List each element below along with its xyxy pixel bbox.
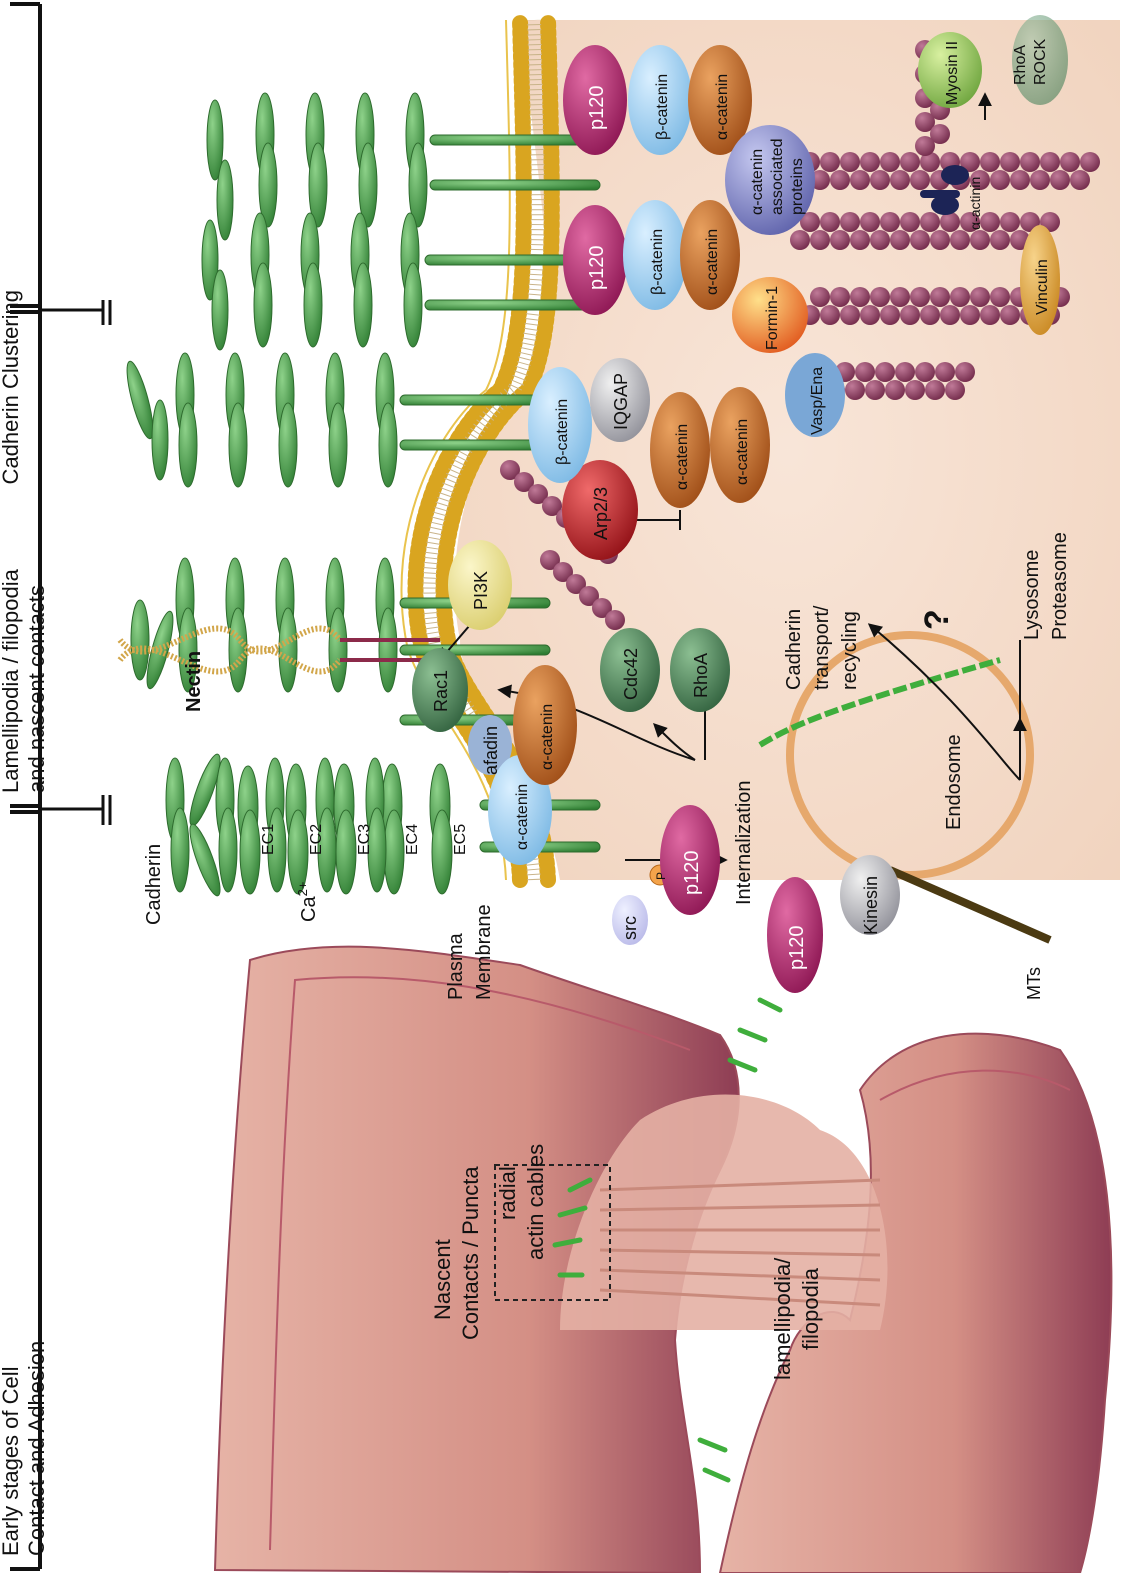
label-endosome: Endosome [943, 734, 965, 830]
label-radial-1: radial [495, 1166, 520, 1220]
label-ec5: EC5 [452, 824, 469, 855]
label-ec2: EC2 [308, 824, 325, 855]
label-alpha-assoc-2: associated [769, 139, 786, 216]
label-rhoa-rock-1: RhoA [1012, 45, 1029, 85]
section-title-early-2: Contact and Adhesion [24, 1341, 49, 1556]
label-ec1: EC1 [260, 824, 277, 855]
label-alpha-cat-e: α-catenin [704, 229, 721, 295]
label-p120-c: p120 [586, 246, 608, 291]
cell-panel [215, 947, 1111, 1573]
label-beta-cat-b: β-catenin [649, 229, 666, 295]
label-question: ? [918, 609, 956, 630]
label-lamelli-1: lamellipodia/ [770, 1257, 795, 1380]
section-title-lamelli-2: and nascent contacts [24, 585, 49, 793]
label-cdc42: Cdc42 [621, 648, 641, 700]
label-alpha-assoc-3: proteins [789, 158, 806, 215]
label-myosin: Myosin II [944, 41, 961, 105]
label-ca-sup: 2+ [295, 882, 310, 897]
section-title-clustering: Cadherin Clustering [0, 290, 23, 484]
label-mts: MTs [1024, 967, 1044, 1000]
label-formin: Formin-1 [764, 286, 781, 350]
label-rhoa-rock-2: ROCK [1032, 38, 1049, 85]
label-iqgap: IQGAP [611, 373, 631, 430]
label-ec3: EC3 [356, 824, 373, 855]
label-cadherin: Cadherin [143, 844, 165, 925]
label-nascent-1: Nascent [430, 1239, 455, 1320]
label-ca: Ca2+ [295, 882, 320, 922]
label-alpha-cat-f: α-catenin [714, 74, 731, 140]
label-plasma-2: Membrane [473, 904, 495, 1000]
label-arp23: Arp2/3 [591, 487, 611, 540]
label-alpha-assoc-1: α-catenin [749, 149, 766, 215]
label-alpha-cat-d: α-catenin [734, 419, 751, 485]
label-alpha-cat-b: α-catenin [539, 704, 556, 770]
label-src: src [620, 916, 640, 940]
label-lamelli-2: filopodia [798, 1267, 823, 1350]
label-p120-d: p120 [586, 86, 608, 131]
section-title-lamelli-1: Lamellipodia / filopodia [0, 568, 23, 793]
label-rhoa: RhoA [691, 653, 711, 698]
label-proteasome: Proteasome [1049, 532, 1071, 640]
label-kinesin: Kinesin [861, 876, 881, 935]
label-vinculin: Vinculin [1034, 259, 1051, 315]
label-plasma-1: Plasma [445, 932, 467, 1000]
label-afadin: afadin [481, 726, 501, 775]
label-ec4: EC4 [404, 824, 421, 855]
label-beta-cat-c: β-catenin [654, 74, 671, 140]
label-transport-3: recycling [839, 611, 861, 690]
label-alpha-cat-c: α-catenin [674, 424, 691, 490]
label-pi3k: PI3K [471, 571, 491, 610]
label-nectin: Nectin [183, 651, 205, 712]
section-title-early-1: Early stages of Cell [0, 1366, 23, 1556]
label-phospho: P [654, 872, 668, 880]
microtubule [890, 870, 1050, 940]
label-alpha-actinin: α-actinin [967, 177, 983, 230]
label-nascent-2: Contacts / Puncta [458, 1166, 483, 1340]
label-alpha-cat-a: α-catenin [514, 784, 531, 850]
label-transport-1: Cadherin [783, 609, 805, 690]
label-rac1: Rac1 [431, 670, 451, 712]
label-radial-2: actin cables [523, 1144, 548, 1260]
label-vasp: Vasp/Ena [809, 367, 826, 435]
label-lysosome: Lysosome [1021, 550, 1043, 640]
label-transport-2: transport/ [811, 605, 833, 690]
label-p120-b: p120 [786, 926, 808, 971]
label-beta-cat-a: β-catenin [554, 399, 571, 465]
label-internalization: Internalization [733, 780, 755, 905]
label-p120-a: p120 [681, 851, 703, 896]
